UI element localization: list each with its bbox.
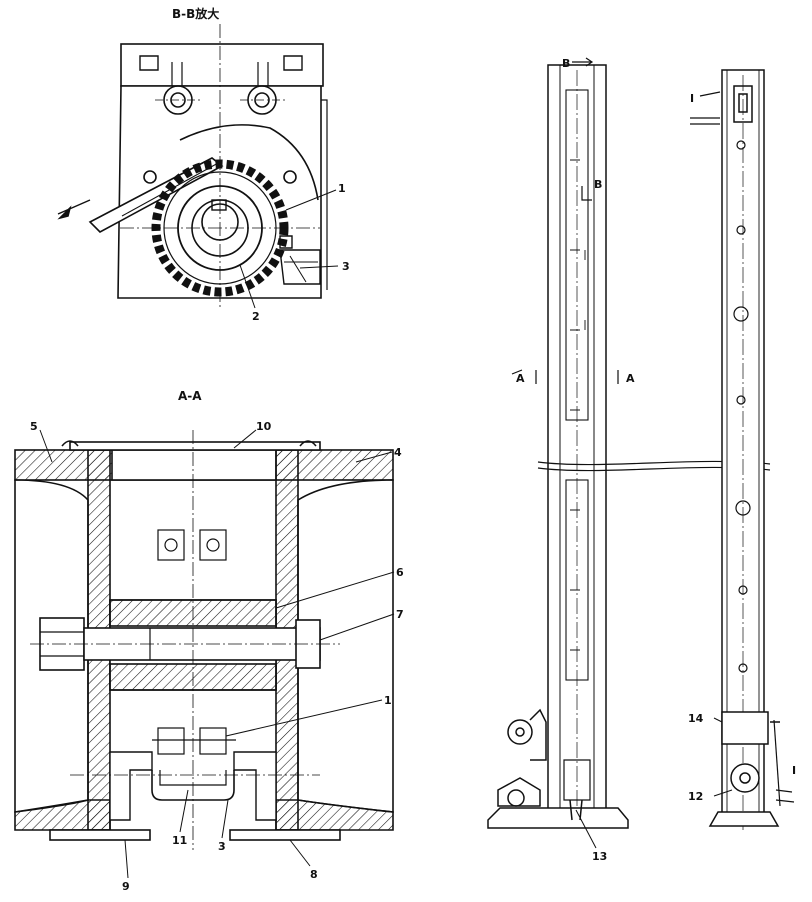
aa-callout-7: 7 — [396, 608, 404, 621]
bb-callout-2: 2 — [252, 310, 260, 323]
aa-callout-1: 1 — [384, 694, 392, 707]
aa-callout-8: 8 — [310, 868, 318, 881]
bb-view-title: B-B放大 — [172, 6, 219, 21]
side-section-mark-a-right: A — [626, 372, 635, 385]
front-section-mark-i-top: I — [690, 92, 694, 105]
front-callout-14: 14 — [688, 712, 704, 725]
aa-callout-6: 6 — [396, 566, 404, 579]
front-elevation-view: I 14 12 I — [688, 69, 796, 830]
front-section-mark-i-bottom: I — [792, 764, 796, 777]
side-section-mark-b-top: B — [562, 57, 570, 70]
bb-callout-3: 3 — [342, 260, 350, 273]
aa-callout-9: 9 — [122, 880, 130, 893]
bb-callout-1: 1 — [338, 182, 346, 195]
side-elevation-view: B B A A 13 — [487, 57, 771, 863]
aa-callout-11: 11 — [172, 834, 187, 847]
aa-callout-5: 5 — [30, 420, 38, 433]
side-callout-13: 13 — [592, 850, 607, 863]
aa-section-view: A-A — [14, 389, 404, 893]
side-section-mark-b: B — [594, 178, 602, 191]
aa-callout-4: 4 — [394, 446, 402, 459]
aa-view-title: A-A — [178, 389, 202, 403]
aa-callout-3: 3 — [218, 840, 226, 853]
bb-enlarged-view: B-B放大 — [57, 6, 350, 323]
side-section-mark-a-left: A — [516, 372, 525, 385]
front-callout-12: 12 — [688, 790, 703, 803]
aa-callout-10: 10 — [256, 420, 272, 433]
